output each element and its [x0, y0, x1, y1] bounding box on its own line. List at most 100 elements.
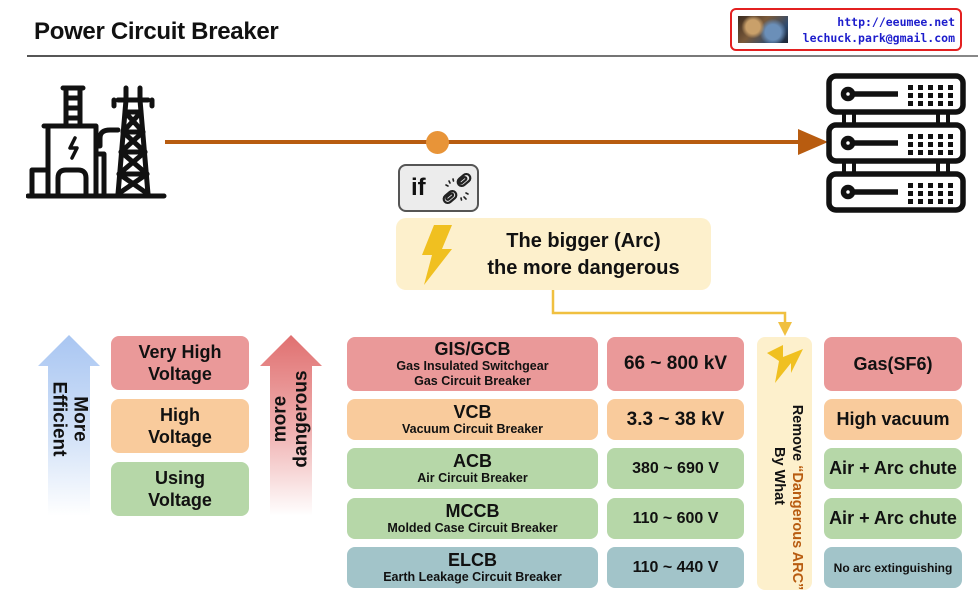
server-led — [918, 199, 923, 204]
voltage-level-line-1: Using — [154, 468, 205, 488]
author-email[interactable]: lechuck.park@gmail.com — [802, 31, 955, 45]
broken-link-icon — [442, 172, 472, 205]
server-led — [938, 150, 943, 155]
breaker-name: Gas Circuit Breaker — [414, 373, 531, 388]
breaker-acb: ACB Air Circuit Breaker — [347, 448, 598, 489]
author-contact: http://eeumee.net lechuck.park@gmail.com — [803, 14, 955, 46]
server-led — [908, 191, 913, 196]
lightning-bolt-icon — [422, 225, 452, 285]
breaker-name: Molded Case Circuit Breaker — [387, 520, 558, 535]
breaker-name: Vacuum Circuit Breaker — [401, 421, 544, 436]
server-led — [948, 134, 953, 139]
author-thumbnail — [738, 16, 788, 43]
condition-label: if — [411, 174, 426, 201]
server-led — [928, 93, 933, 98]
server-rack-icon — [826, 73, 966, 213]
breaker-abbr: ELCB — [448, 549, 497, 570]
server-led — [908, 85, 913, 90]
medium-mccb: Air + Arc chute — [824, 498, 962, 539]
efficiency-label: More Efficient — [48, 381, 90, 457]
remove-arc-prefix: Remove — [789, 404, 805, 466]
voltage-level-line-2: Voltage — [148, 427, 212, 447]
breaker-name: Gas Insulated Switchgear — [396, 358, 549, 373]
remove-arc-text: Remove “Dangerous ARC” By What — [770, 385, 806, 605]
server-led — [938, 93, 943, 98]
efficiency-arrow — [38, 335, 100, 516]
server-led — [908, 93, 913, 98]
server-led — [928, 142, 933, 147]
remove-arc-suffix: By What — [771, 447, 787, 505]
danger-arrow — [260, 335, 322, 516]
server-led — [948, 142, 953, 147]
voltage-level-line-1: High — [160, 405, 200, 425]
breaker-gis-gcb: GIS/GCB Gas Insulated Switchgear Gas Cir… — [347, 337, 598, 391]
fault-point-marker — [426, 131, 449, 154]
range-gis-gcb: 66 ~ 800 kV — [607, 337, 744, 391]
server-led — [908, 134, 913, 139]
server-led — [918, 142, 923, 147]
server-led — [938, 142, 943, 147]
range-acb: 380 ~ 690 V — [607, 448, 744, 489]
server-led — [938, 85, 943, 90]
voltage-level-line-2: Voltage — [148, 490, 212, 510]
breaker-elcb: ELCB Earth Leakage Circuit Breaker — [347, 547, 598, 588]
server-led — [948, 191, 953, 196]
server-led — [908, 199, 913, 204]
server-led — [948, 101, 953, 106]
server-led — [948, 93, 953, 98]
server-led — [928, 191, 933, 196]
server-led — [908, 183, 913, 188]
voltage-level-line-1: Very High — [138, 342, 222, 362]
voltage-level-using: Using Voltage — [111, 462, 249, 516]
power-flow-arrowhead — [798, 129, 828, 155]
range-mccb: 110 ~ 600 V — [607, 498, 744, 539]
author-url[interactable]: http://eeumee.net — [837, 15, 955, 29]
server-led — [928, 183, 933, 188]
server-led — [938, 134, 943, 139]
power-flow-line — [165, 140, 805, 144]
arc-danger-line-1: The bigger (Arc) — [506, 230, 661, 252]
range-elcb: 110 ~ 440 V — [607, 547, 744, 588]
breaker-mccb: MCCB Molded Case Circuit Breaker — [347, 498, 598, 539]
title-divider — [27, 55, 978, 57]
server-led — [928, 150, 933, 155]
medium-vcb: High vacuum — [824, 399, 962, 440]
server-led — [928, 134, 933, 139]
server-led — [948, 199, 953, 204]
arc-danger-line-2: the more dangerous — [487, 257, 680, 279]
breaker-name: Air Circuit Breaker — [417, 470, 528, 485]
power-plant-icon — [26, 85, 167, 199]
server-led — [918, 150, 923, 155]
breaker-vcb: VCB Vacuum Circuit Breaker — [347, 399, 598, 440]
lightning-bolt-icon — [767, 345, 803, 383]
voltage-level-line-2: Voltage — [148, 364, 212, 384]
breaker-abbr: ACB — [453, 450, 492, 471]
server-led — [928, 101, 933, 106]
breaker-name: Earth Leakage Circuit Breaker — [383, 569, 562, 584]
voltage-level-high: High Voltage — [111, 399, 249, 453]
author-logo[interactable]: http://eeumee.net lechuck.park@gmail.com — [730, 8, 962, 51]
breaker-abbr: MCCB — [445, 500, 500, 521]
server-led — [918, 85, 923, 90]
medium-elcb: No arc extinguishing — [824, 547, 962, 588]
server-led — [928, 199, 933, 204]
server-led — [908, 101, 913, 106]
voltage-level-very-high: Very High Voltage — [111, 336, 249, 390]
page-title: Power Circuit Breaker — [34, 18, 279, 45]
server-led — [938, 183, 943, 188]
arc-danger-callout: The bigger (Arc) the more dangerous — [396, 218, 711, 290]
server-led — [938, 199, 943, 204]
server-led — [918, 134, 923, 139]
breaker-abbr: GIS/GCB — [434, 338, 511, 359]
medium-gis-gcb: Gas(SF6) — [824, 337, 962, 391]
remove-arc-accent: “Dangerous ARC” — [789, 465, 805, 591]
medium-acb: Air + Arc chute — [824, 448, 962, 489]
server-led — [938, 101, 943, 106]
server-led — [948, 183, 953, 188]
server-led — [918, 101, 923, 106]
server-led — [928, 85, 933, 90]
server-led — [938, 191, 943, 196]
remove-arc-callout: Remove “Dangerous ARC” By What — [757, 337, 812, 590]
fault-condition-badge: if — [398, 164, 479, 212]
server-led — [918, 93, 923, 98]
